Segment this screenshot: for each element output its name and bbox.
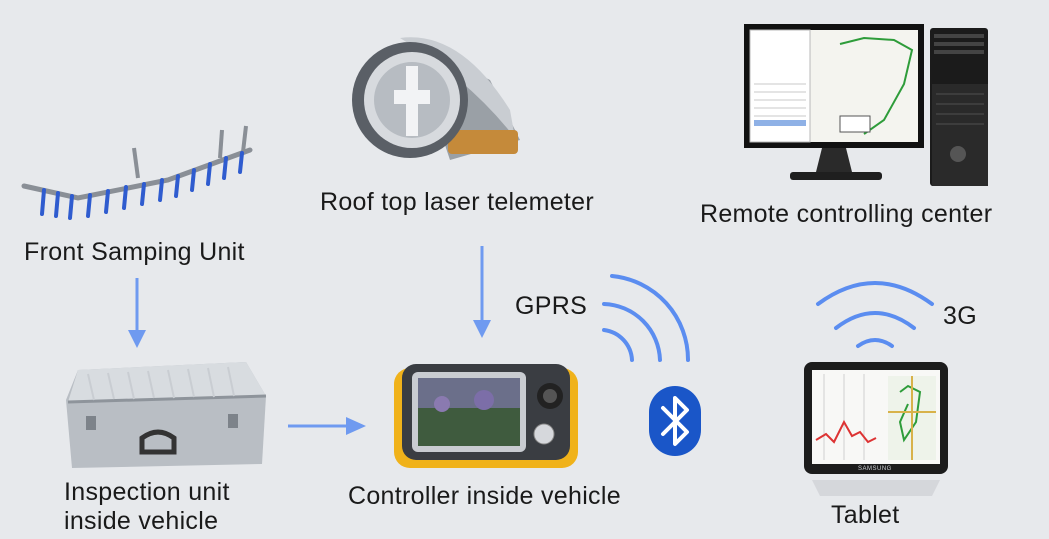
inspection-label-line1: Inspection unit <box>64 478 230 506</box>
gprs-signal-icon <box>590 268 700 364</box>
cellular-signal-icon <box>812 274 938 356</box>
cellular-label: 3G <box>943 302 977 330</box>
tablet-icon <box>804 362 948 500</box>
rake-icon <box>18 118 258 228</box>
aluminum-case-icon <box>58 356 270 472</box>
arrow-inspection-to-controller <box>288 415 368 437</box>
arrow-laser-to-controller <box>471 246 493 340</box>
desktop-computer-icon <box>744 24 994 190</box>
handheld-controller-icon <box>394 364 578 470</box>
arrow-sampling-to-inspection <box>126 278 148 350</box>
front-sampling-label: Front Samping Unit <box>24 238 245 266</box>
laser-telemeter-label: Roof top laser telemeter <box>320 188 594 216</box>
bluetooth-icon <box>649 386 701 456</box>
tablet-brand: SAMSUNG <box>858 466 892 472</box>
remote-center-label: Remote controlling center <box>700 200 993 228</box>
laser-telemeter-icon <box>340 20 520 170</box>
inspection-label-line2: inside vehicle <box>64 507 219 535</box>
controller-label: Controller inside vehicle <box>348 482 621 510</box>
gprs-label: GPRS <box>515 292 588 320</box>
tablet-label: Tablet <box>831 501 900 529</box>
